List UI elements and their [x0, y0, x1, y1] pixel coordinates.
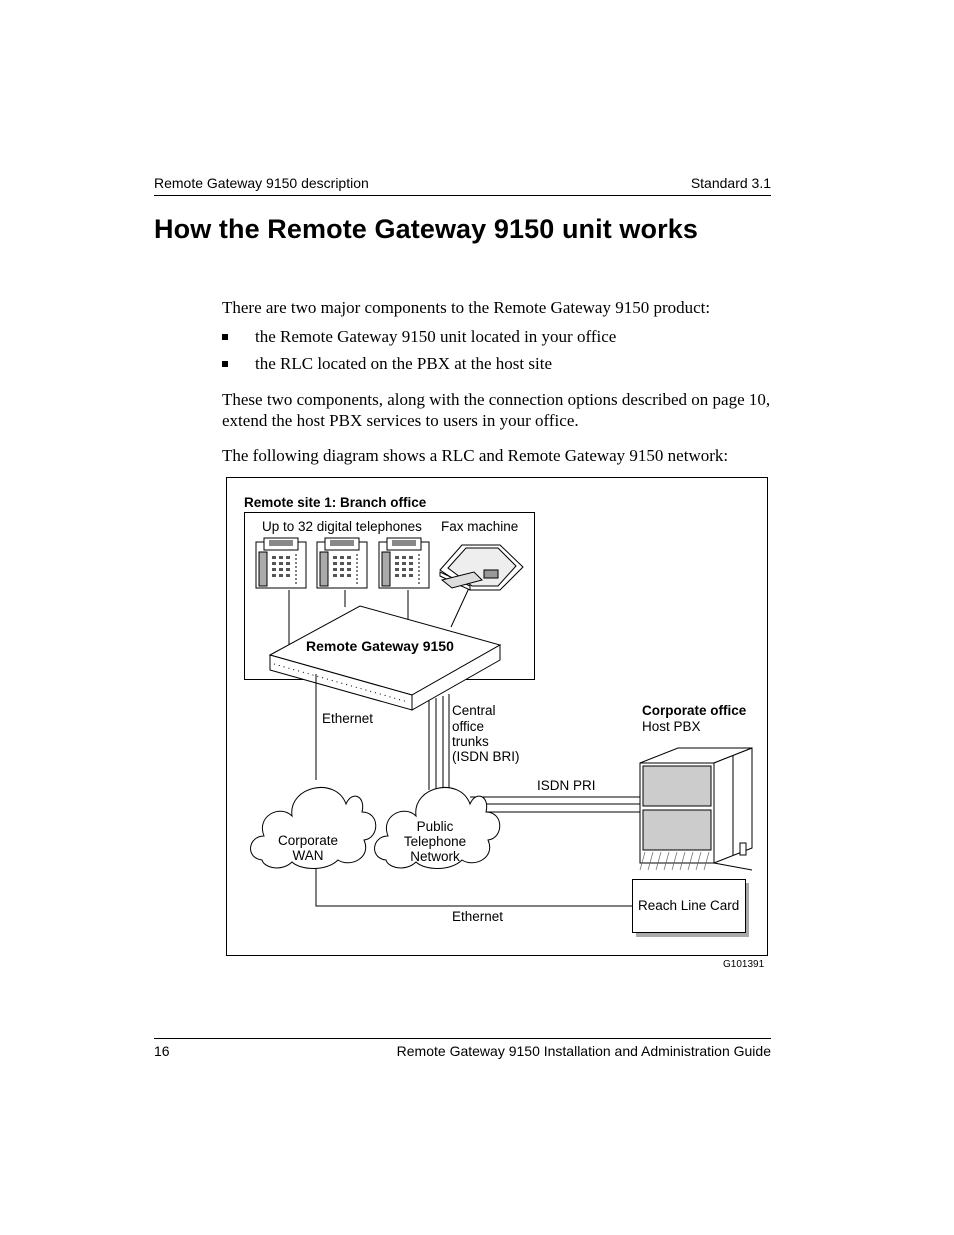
- site-title: Remote site 1: Branch office: [244, 495, 427, 510]
- telephone-icon: [255, 537, 307, 589]
- trunks-label-line: (ISDN BRI): [452, 749, 520, 764]
- isdn-pri-link: [470, 796, 643, 813]
- running-header-right: Standard 3.1: [690, 175, 771, 191]
- header-rule: [154, 195, 771, 196]
- bullet-item: the RLC located on the PBX at the host s…: [255, 354, 552, 373]
- corporate-wan-cloud-icon: [250, 787, 377, 869]
- ptn-label-line: Network: [410, 849, 460, 864]
- wan-label-line: WAN: [292, 848, 324, 863]
- trunks-label-line: office: [452, 719, 485, 734]
- host-pbx-cabinet-icon: [639, 747, 753, 871]
- running-header-left: Remote Gateway 9150 description: [154, 175, 369, 191]
- reach-line-card-label: Reach Line Card: [638, 898, 740, 913]
- gateway-label: Remote Gateway 9150: [306, 638, 454, 654]
- host-pbx-label: Host PBX: [642, 719, 701, 734]
- components-paragraph: These two components, along with the con…: [222, 390, 771, 430]
- fax-machine-icon: [439, 544, 524, 591]
- bullet-marker: [222, 334, 228, 340]
- isdn-pri-label: ISDN PRI: [537, 778, 596, 793]
- intro-paragraph: There are two major components to the Re…: [222, 298, 711, 317]
- footer-rule: [154, 1038, 771, 1039]
- telephone-icon: [378, 537, 430, 589]
- central-office-trunks: [428, 694, 450, 790]
- trunks-label-line: trunks: [452, 734, 489, 749]
- ethernet-label-bottom: Ethernet: [452, 909, 504, 924]
- reach-line-card-box: [632, 879, 746, 933]
- diagram-intro-paragraph: The following diagram shows a RLC and Re…: [222, 446, 729, 465]
- phones-label: Up to 32 digital telephones: [262, 519, 422, 534]
- bullet-marker: [222, 361, 228, 367]
- phone-wires: [288, 587, 470, 647]
- ethernet-label-top: Ethernet: [322, 711, 374, 726]
- bullet-item: the Remote Gateway 9150 unit located in …: [255, 327, 617, 346]
- gateway-device-icon: [268, 605, 502, 711]
- fax-label: Fax machine: [441, 519, 519, 534]
- ptn-label-line: Public: [416, 819, 454, 834]
- figure-id: G101391: [723, 959, 765, 970]
- corporate-office-title: Corporate office: [642, 703, 747, 718]
- ethernet-link-bottom: [315, 866, 633, 907]
- page-number: 16: [154, 1043, 170, 1059]
- public-telephone-network-cloud-icon: [374, 787, 501, 869]
- telephone-icon: [316, 537, 368, 589]
- footer-title: Remote Gateway 9150 Installation and Adm…: [396, 1043, 771, 1059]
- wan-label-line: Corporate: [277, 833, 339, 848]
- trunks-label-line: Central: [452, 703, 496, 718]
- diagram-frame: [226, 477, 768, 956]
- ptn-label-line: Telephone: [403, 834, 467, 849]
- page-title: How the Remote Gateway 9150 unit works: [154, 214, 698, 244]
